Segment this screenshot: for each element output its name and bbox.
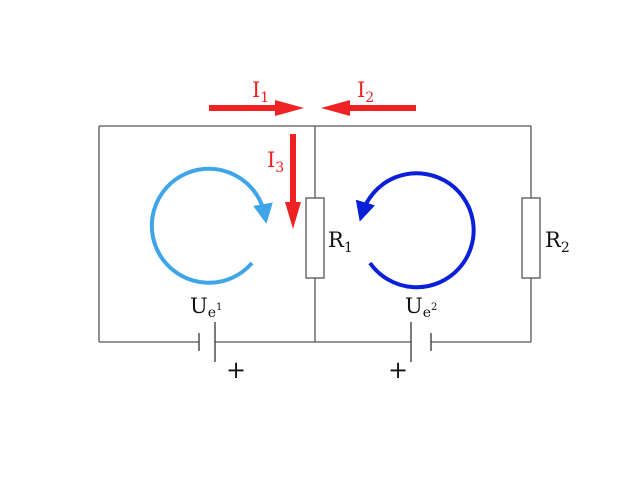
resistor-r2 [521, 197, 541, 279]
source-ue1 [198, 322, 216, 362]
label-ue2-letter: U [405, 294, 423, 318]
label-i1-letter: I [252, 78, 260, 102]
label-r1-letter: R [328, 228, 345, 252]
label-ue2: Ue2 [405, 294, 437, 321]
label-r2-sub: 2 [561, 240, 570, 256]
label-r1: R1 [328, 228, 353, 256]
ue2-polarity-plus: + [388, 356, 408, 384]
label-i2-letter: I [357, 78, 365, 102]
label-r2-letter: R [545, 228, 562, 252]
label-i1-sub: 1 [260, 90, 269, 106]
label-i2-sub: 2 [365, 90, 374, 106]
label-ue1-letter: U [190, 294, 208, 318]
resistor-r1 [305, 197, 325, 279]
label-r2: R2 [545, 228, 570, 256]
source-ue2 [410, 322, 432, 362]
ue1-polarity-plus: + [226, 356, 246, 384]
label-ue1-sup: 1 [216, 302, 222, 313]
label-ue1-sub: e [208, 305, 216, 321]
current-i1-arrow-icon [209, 100, 304, 116]
loop1-clockwise-arrow-icon [149, 166, 273, 285]
wires [98, 125, 532, 343]
label-r1-sub: 1 [344, 240, 353, 256]
current-i3-arrow-icon [285, 134, 301, 229]
label-ue1: Ue1 [190, 294, 222, 321]
label-i2: I2 [357, 78, 374, 106]
label-ue2-sup: 2 [431, 302, 437, 313]
current-i2-arrow-icon [321, 100, 416, 116]
label-ue2-sub: e [423, 305, 431, 321]
label-i1: I1 [252, 78, 269, 106]
label-i3-letter: I [267, 148, 275, 172]
current-arrows [209, 100, 416, 229]
label-i3-sub: 3 [275, 160, 284, 176]
loop2-clockwise-arrow-icon [355, 171, 476, 290]
label-i3: I3 [267, 148, 284, 176]
